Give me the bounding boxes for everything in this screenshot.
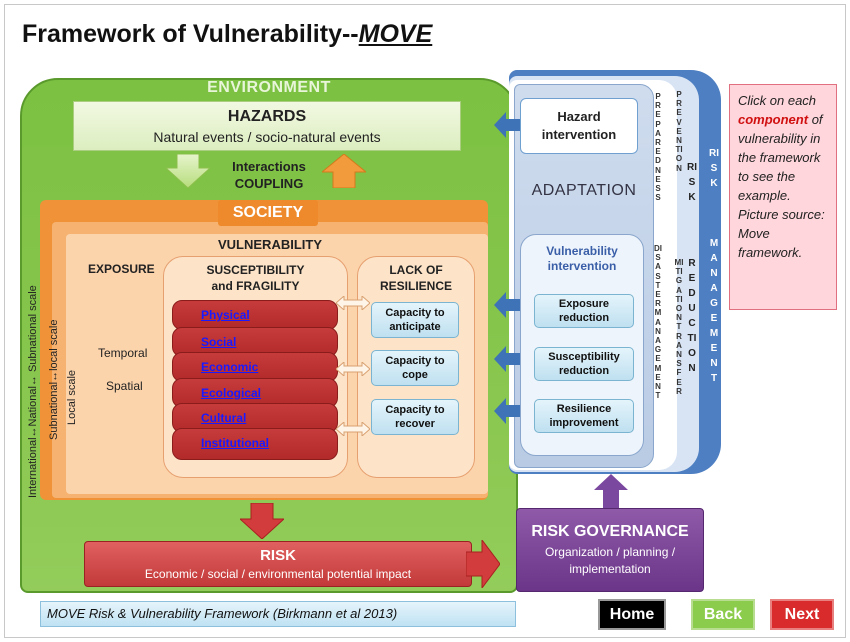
resilience-label: LACK OF RESILIENCE — [357, 262, 475, 294]
component-link[interactable]: Institutional — [201, 436, 269, 450]
intervention-line2: reduction — [558, 365, 610, 377]
spatial-label: Spatial — [106, 379, 143, 393]
resilience-improvement-box: Resilience improvement — [534, 399, 634, 433]
vi-line2: intervention — [547, 259, 617, 273]
intervention-line1: Susceptibility — [548, 351, 620, 363]
component-institutional[interactable]: Institutional — [172, 428, 338, 460]
risk-governance-line2: implementation — [569, 561, 651, 576]
disaster-management-label: DISASTERMANAGEMENT — [654, 244, 662, 401]
down-arrow-icon — [240, 503, 284, 539]
risk-governance-line1: Organization / planning / — [544, 544, 676, 559]
susceptibility-label: SUSCEPTIBILITY and FRAGILITY — [163, 262, 348, 294]
component-economic[interactable]: Economic — [172, 352, 338, 382]
capacity-line1: Capacity to — [385, 307, 445, 319]
risk-governance-box: RISK GOVERNANCE Organization / planning … — [516, 508, 704, 592]
next-button[interactable]: Next — [770, 599, 834, 630]
susceptibility-line1: SUSCEPTIBILITY — [206, 263, 305, 277]
scale-subnational-label: Subnational↔local scale — [48, 319, 60, 440]
component-link[interactable]: Cultural — [201, 411, 247, 425]
component-link[interactable]: Economic — [201, 360, 259, 374]
double-arrow-icon — [336, 362, 370, 376]
left-arrow-icon — [494, 292, 520, 318]
intervention-line2: reduction — [558, 312, 610, 324]
vulnerability-label: VULNERABILITY — [218, 237, 322, 252]
double-arrow-icon — [336, 422, 370, 436]
risk-reduction-risk-label: RISK — [687, 162, 697, 203]
hazard-intervention-box: Hazard intervention — [520, 98, 638, 154]
scale-international-label: International↔National↔ Subnational scal… — [27, 285, 39, 498]
hazard-intervention-line2: intervention — [541, 127, 617, 142]
risk-management-label: MANAGEMENT — [709, 238, 719, 384]
left-arrow-icon — [494, 346, 520, 372]
component-link[interactable]: Ecological — [201, 386, 262, 400]
intervention-line2: improvement — [549, 417, 619, 429]
figure-caption: MOVE Risk & Vulnerability Framework (Bir… — [40, 601, 516, 627]
component-link[interactable]: Physical — [201, 308, 250, 322]
double-arrow-icon — [336, 296, 370, 310]
hazards-title: HAZARDS — [227, 107, 307, 125]
left-arrow-icon — [494, 112, 520, 138]
resilience-line2: RESILIENCE — [379, 279, 452, 293]
left-arrow-icon — [494, 398, 520, 424]
risk-title: RISK — [260, 547, 296, 564]
note-text-2: of vulnerability in the framework to see… — [738, 112, 825, 260]
capacity-recover: Capacity to recover — [371, 399, 459, 435]
interactions-label: Interactions COUPLING — [214, 158, 324, 192]
hazards-subtitle: Natural events / socio-natural events — [153, 128, 381, 145]
resilience-line1: LACK OF — [389, 263, 443, 277]
susceptibility-line2: and FRAGILITY — [211, 279, 300, 293]
capacity-line2: recover — [395, 418, 435, 430]
susceptibility-reduction-box: Susceptibility reduction — [534, 347, 634, 381]
hazard-intervention-line1: Hazard — [557, 109, 601, 124]
interactions-text: Interactions — [232, 159, 306, 174]
temporal-label: Temporal — [98, 346, 148, 360]
exposure-reduction-box: Exposure reduction — [534, 294, 634, 328]
capacity-line2: cope — [402, 369, 428, 381]
exposure-label: EXPOSURE — [88, 262, 155, 276]
page-title: Framework of Vulnerability--MOVE — [22, 20, 433, 48]
mitigation-transfer-label: MITIGATIONTRANSFER — [674, 258, 684, 396]
vi-line1: Vulnerability — [546, 244, 618, 258]
preparedness-label: PREPAREDNESS — [655, 92, 661, 203]
environment-label: ENVIRONMENT — [207, 79, 331, 96]
risk-governance-title: RISK GOVERNANCE — [531, 522, 689, 540]
hazards-box: HAZARDS Natural events / socio-natural e… — [73, 101, 461, 151]
vulnerability-intervention-label: Vulnerability intervention — [520, 244, 644, 274]
risk-box: RISK Economic / social / environmental p… — [84, 541, 472, 587]
risk-reduction-label: REDUCTION — [687, 258, 697, 374]
up-arrow-icon — [322, 154, 366, 188]
capacity-anticipate: Capacity to anticipate — [371, 302, 459, 338]
note-text-1: Click on each — [738, 93, 817, 108]
note-highlight: component — [738, 112, 809, 127]
risk-subtitle: Economic / social / environmental potent… — [144, 567, 412, 581]
down-arrow-icon — [166, 154, 210, 188]
intervention-line1: Exposure — [558, 298, 610, 310]
prevention-label: PREVENTION — [675, 90, 683, 173]
scale-local-label: Local scale — [66, 369, 78, 425]
instruction-note: Click on each component of vulnerability… — [729, 84, 837, 310]
capacity-line1: Capacity to — [385, 404, 445, 416]
home-button[interactable]: Home — [598, 599, 666, 630]
capacity-cope: Capacity to cope — [371, 350, 459, 386]
component-physical[interactable]: Physical — [172, 300, 338, 330]
society-label: SOCIETY — [218, 200, 318, 226]
coupling-text: COUPLING — [234, 176, 304, 191]
component-link[interactable]: Social — [201, 335, 237, 349]
risk-management-risk-label: RISK — [709, 148, 719, 189]
capacity-line2: anticipate — [389, 321, 441, 333]
up-arrow-icon — [594, 474, 628, 508]
capacity-line1: Capacity to — [385, 355, 445, 367]
right-arrow-icon — [466, 540, 500, 588]
intervention-line1: Resilience — [556, 403, 612, 415]
back-button[interactable]: Back — [691, 599, 755, 630]
adaptation-label: ADAPTATION — [531, 182, 637, 199]
